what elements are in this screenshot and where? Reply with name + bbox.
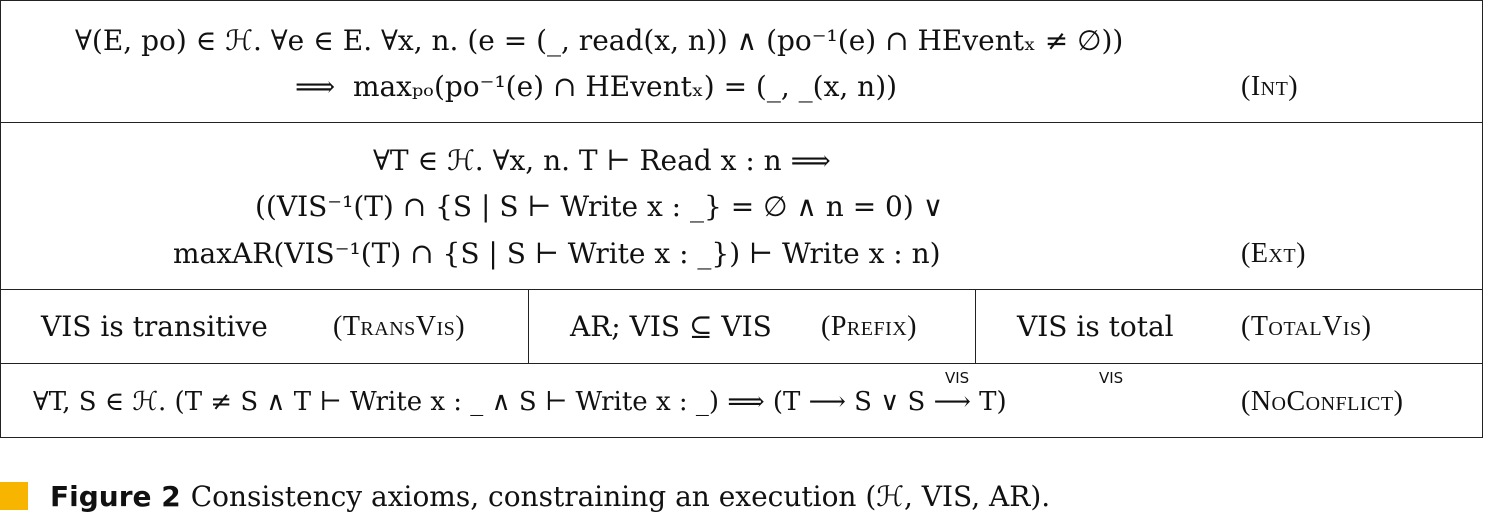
row-divider	[1, 122, 1482, 123]
ext-axiom-line-3: maxAR(VIS⁻¹(T) ∩ {S | S ⊢ Write x : _}) …	[173, 237, 941, 270]
figure-label: Figure 2	[50, 479, 181, 513]
prefix-axiom: AR; VIS ⊆ VIS	[570, 310, 772, 343]
caption-text: Consistency axioms, constraining an exec…	[190, 479, 1051, 513]
row-divider	[1, 363, 1482, 364]
totalvis-axiom: VIS is total	[1017, 310, 1174, 343]
ext-axiom-line-1: ∀T ∈ ℋ. ∀x, n. T ⊢ Read x : n ⟹	[373, 144, 831, 177]
transvis-axiom: VIS is transitive	[41, 310, 268, 343]
noconflict-axiom: ∀T, S ∈ ℋ. (T ≠ S ∧ T ⊢ Write x : _ ∧ S …	[33, 387, 1007, 417]
transvis-tag: (TransVis)	[333, 311, 466, 342]
ext-axiom-line-2: ((VIS⁻¹(T) ∩ {S | S ⊢ Write x : _} = ∅ ∧…	[255, 190, 944, 223]
prefix-tag: (Prefix)	[821, 311, 918, 342]
figure-caption: Figure 2 Consistency axioms, constrainin…	[0, 476, 1050, 516]
axioms-table: ∀(E, po) ∈ ℋ. ∀e ∈ E. ∀x, n. (e = (_, re…	[0, 0, 1483, 438]
column-divider	[975, 289, 976, 363]
row-divider	[1, 289, 1482, 290]
int-tag: (Int)	[1241, 71, 1299, 102]
int-axiom-line-2: ⟹ maxₚₒ(po⁻¹(e) ∩ HEventₓ) = (_, _(x, n)…	[295, 70, 898, 103]
column-divider	[528, 289, 529, 363]
ext-tag: (Ext)	[1241, 238, 1306, 269]
vis-arrow-label: VIS	[945, 369, 970, 387]
totalvis-tag: (TotalVis)	[1241, 311, 1372, 342]
vis-arrow-label: VIS	[1099, 369, 1124, 387]
int-axiom-line-1: ∀(E, po) ∈ ℋ. ∀e ∈ E. ∀x, n. (e = (_, re…	[75, 24, 1124, 57]
caption-marker-icon	[0, 482, 28, 510]
noconflict-tag: (NoConflict)	[1241, 386, 1404, 417]
